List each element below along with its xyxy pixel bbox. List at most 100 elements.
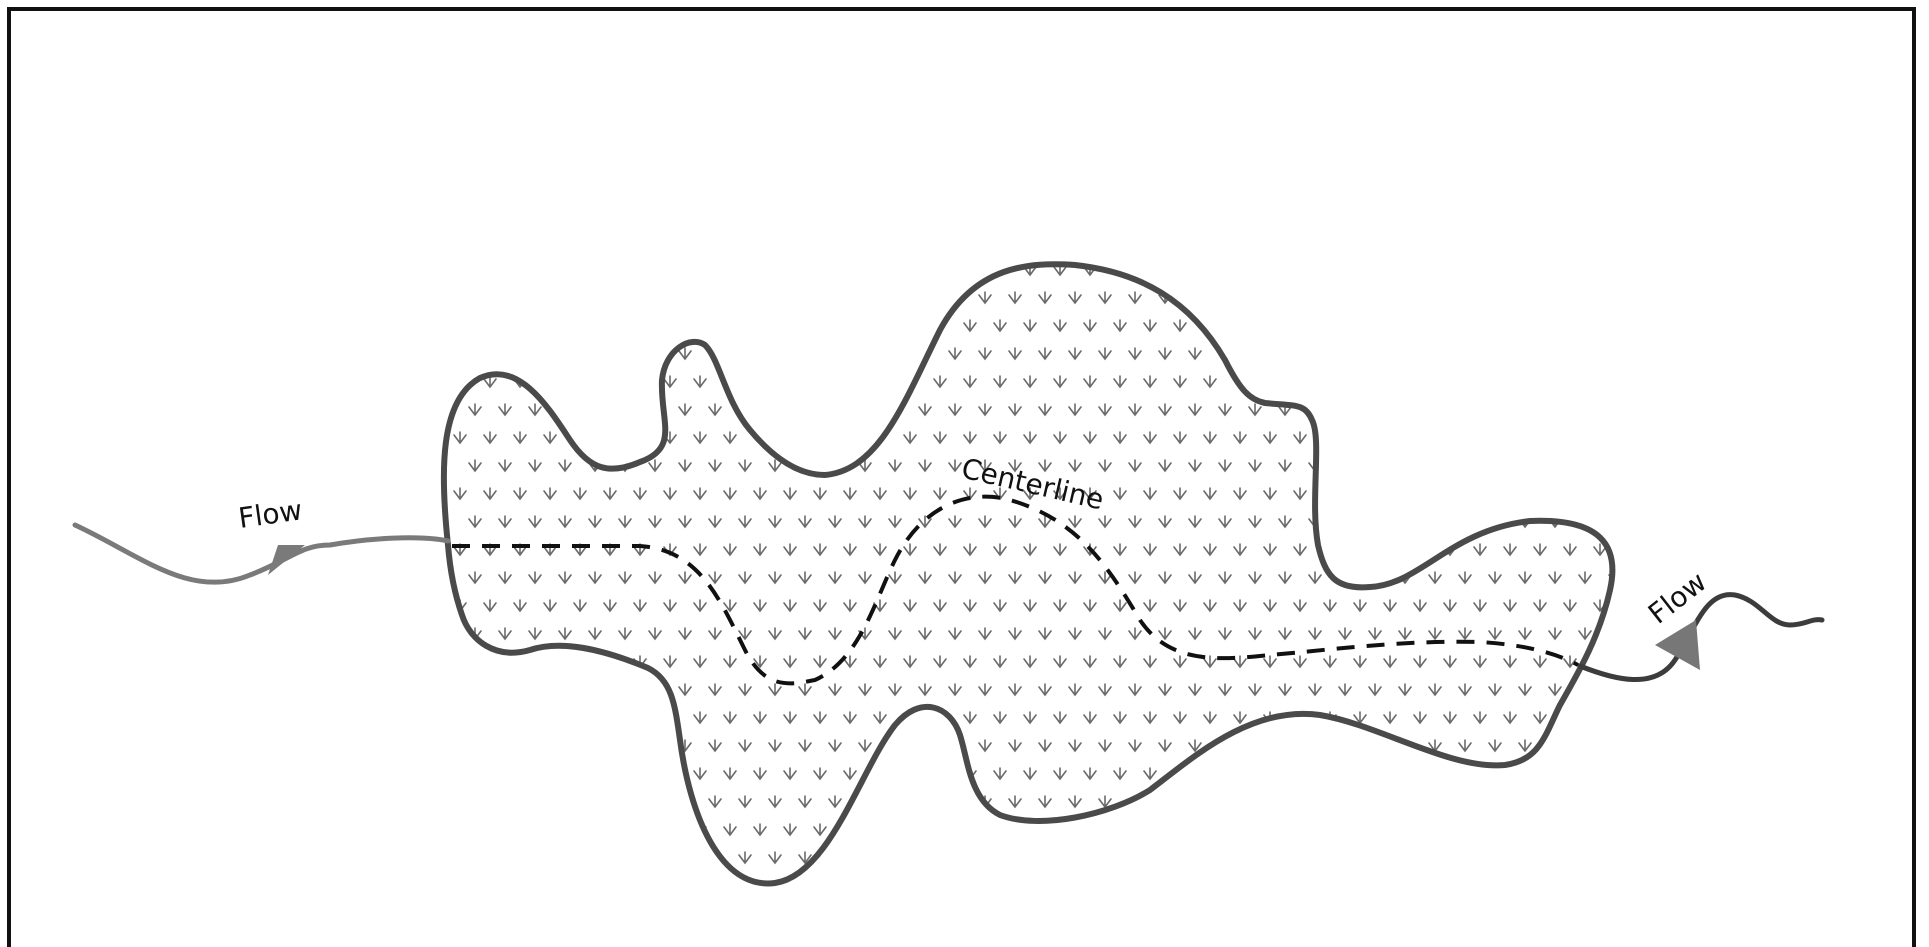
marsh-symbol-icon — [484, 768, 496, 779]
marsh-symbol-icon — [1024, 712, 1036, 723]
marsh-symbol-icon — [814, 824, 826, 835]
marsh-symbol-icon — [1429, 516, 1441, 527]
marsh-symbol-icon — [709, 628, 721, 639]
marsh-symbol-icon — [544, 712, 556, 723]
marsh-symbol-icon — [979, 516, 991, 527]
marsh-symbol-icon — [1429, 852, 1441, 863]
flow-out-label: Flow — [1642, 565, 1713, 630]
marsh-symbol-icon — [469, 852, 481, 863]
marsh-symbol-icon — [1459, 796, 1471, 807]
marsh-symbol-icon — [1264, 544, 1276, 555]
marsh-symbol-icon — [559, 740, 571, 751]
marsh-symbol-icon — [1534, 432, 1546, 443]
marsh-symbol-icon — [1594, 432, 1606, 443]
marsh-symbol-icon — [634, 320, 646, 331]
marsh-symbol-icon — [994, 712, 1006, 723]
marsh-symbol-icon — [1009, 572, 1021, 583]
marsh-symbol-icon — [1084, 376, 1096, 387]
marsh-symbol-icon — [499, 516, 511, 527]
marsh-symbol-icon — [484, 264, 496, 275]
marsh-symbol-icon — [1489, 628, 1501, 639]
marsh-symbol-icon — [1474, 656, 1486, 667]
marsh-symbol-icon — [1369, 516, 1381, 527]
marsh-symbol-icon — [1084, 712, 1096, 723]
marsh-symbol-icon — [709, 572, 721, 583]
marsh-symbol-icon — [1339, 796, 1351, 807]
marsh-symbol-icon — [889, 740, 901, 751]
outflow-stream — [1580, 595, 1822, 680]
marsh-symbol-icon — [1429, 684, 1441, 695]
marsh-symbol-icon — [829, 796, 841, 807]
marsh-symbol-icon — [649, 852, 661, 863]
marsh-symbol-icon — [739, 684, 751, 695]
marsh-symbol-icon — [1414, 264, 1426, 275]
marsh-symbol-icon — [544, 656, 556, 667]
marsh-symbol-icon — [1399, 516, 1411, 527]
marsh-symbol-icon — [589, 516, 601, 527]
marsh-symbol-icon — [1564, 376, 1576, 387]
marsh-symbol-icon — [469, 684, 481, 695]
marsh-symbol-icon — [829, 740, 841, 751]
marsh-symbol-icon — [1099, 404, 1111, 415]
marsh-symbol-icon — [589, 740, 601, 751]
marsh-symbol-icon — [1039, 348, 1051, 359]
marsh-symbol-icon — [1459, 348, 1471, 359]
marsh-symbol-icon — [1129, 684, 1141, 695]
marsh-symbol-icon — [1429, 292, 1441, 303]
marsh-symbol-icon — [559, 348, 571, 359]
marsh-symbol-icon — [514, 488, 526, 499]
marsh-symbol-icon — [574, 656, 586, 667]
marsh-symbol-icon — [709, 516, 721, 527]
marsh-symbol-icon — [1159, 572, 1171, 583]
marsh-symbol-icon — [919, 404, 931, 415]
marsh-symbol-icon — [1474, 544, 1486, 555]
marsh-symbol-icon — [1324, 488, 1336, 499]
marsh-symbol-icon — [499, 404, 511, 415]
marsh-symbol-icon — [1414, 544, 1426, 555]
marsh-symbol-icon — [1174, 320, 1186, 331]
marsh-symbol-icon — [1174, 712, 1186, 723]
marsh-symbol-icon — [859, 740, 871, 751]
marsh-symbol-icon — [1249, 796, 1261, 807]
marsh-symbol-icon — [1489, 796, 1501, 807]
marsh-symbol-icon — [964, 712, 976, 723]
marsh-symbol-icon — [1519, 460, 1531, 471]
flow-in-label: Flow — [236, 493, 304, 535]
marsh-symbol-icon — [619, 516, 631, 527]
marsh-symbol-icon — [1219, 852, 1231, 863]
marsh-symbol-icon — [1129, 460, 1141, 471]
marsh-symbol-icon — [1159, 740, 1171, 751]
inflow-stream — [75, 525, 448, 582]
marsh-symbol-icon — [814, 768, 826, 779]
marsh-symbol-icon — [1519, 852, 1531, 863]
marsh-symbol-icon — [574, 712, 586, 723]
marsh-symbol-icon — [769, 572, 781, 583]
marsh-symbol-icon — [829, 292, 841, 303]
marsh-symbol-icon — [1549, 460, 1561, 471]
marsh-symbol-icon — [634, 432, 646, 443]
marsh-symbol-icon — [1594, 376, 1606, 387]
marsh-symbol-icon — [1474, 264, 1486, 275]
marsh-symbol-icon — [1594, 712, 1606, 723]
marsh-symbol-icon — [1069, 740, 1081, 751]
marsh-symbol-icon — [1519, 684, 1531, 695]
marsh-symbol-icon — [709, 460, 721, 471]
marsh-symbol-icon — [784, 432, 796, 443]
marsh-symbol-icon — [1579, 348, 1591, 359]
marsh-symbol-icon — [1414, 824, 1426, 835]
marsh-symbol-icon — [1219, 404, 1231, 415]
marsh-symbol-icon — [799, 348, 811, 359]
marsh-symbol-icon — [1294, 488, 1306, 499]
marsh-symbol-icon — [1579, 292, 1591, 303]
marsh-symbol-icon — [1504, 824, 1516, 835]
marsh-symbol-icon — [1114, 600, 1126, 611]
marsh-symbol-icon — [1519, 740, 1531, 751]
marsh-symbol-icon — [649, 292, 661, 303]
marsh-symbol-icon — [1369, 460, 1381, 471]
marsh-symbol-icon — [1189, 460, 1201, 471]
marsh-symbol-icon — [1114, 432, 1126, 443]
marsh-symbol-icon — [994, 600, 1006, 611]
marsh-symbol-icon — [859, 292, 871, 303]
marsh-symbol-icon — [784, 768, 796, 779]
marsh-symbol-icon — [649, 684, 661, 695]
